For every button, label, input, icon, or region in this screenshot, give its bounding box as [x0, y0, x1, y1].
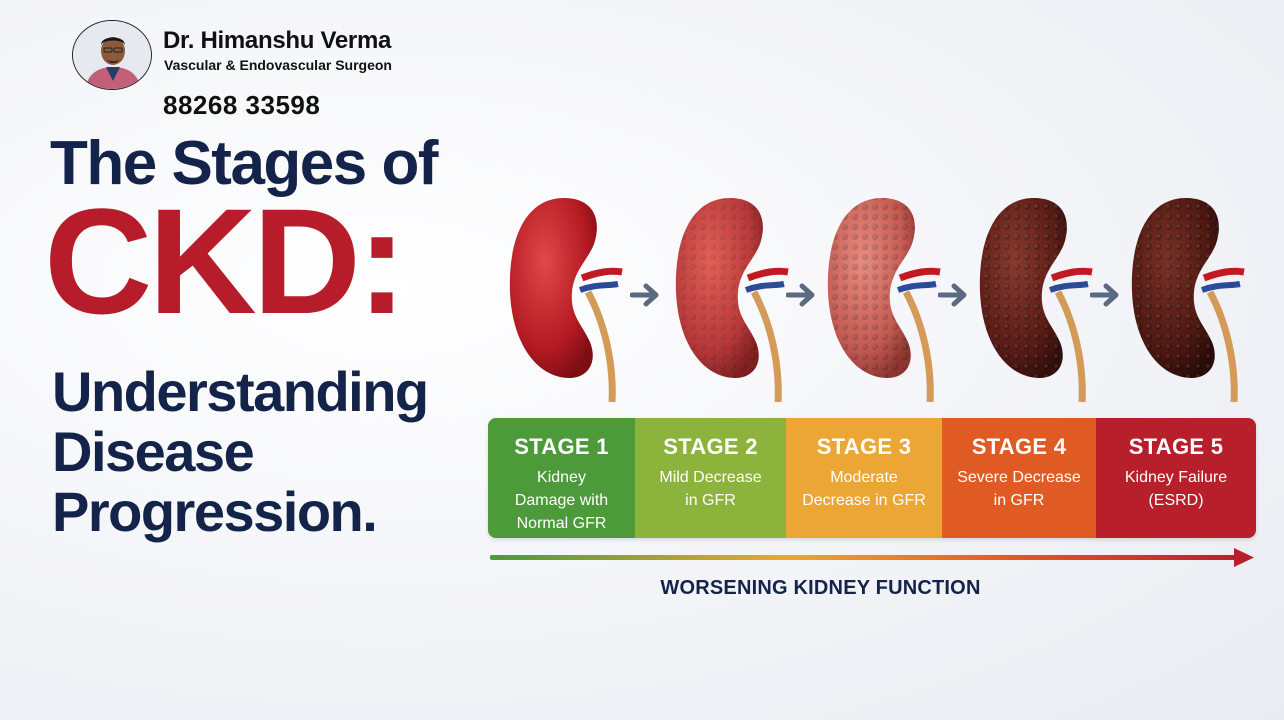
stage-card: STAGE 1 Kidney Damage with Normal GFR [488, 418, 635, 538]
stage-desc-line: in GFR [685, 492, 736, 509]
doctor-title: Vascular & Endovascular Surgeon [164, 57, 392, 73]
headline-sub-line: Disease [52, 420, 255, 483]
kidney-icon [979, 198, 1093, 403]
doctor-name: Dr. Himanshu Verma [163, 27, 392, 54]
stage-desc-line: Moderate [830, 469, 898, 486]
stage-desc-line: Normal GFR [516, 515, 607, 532]
right-arrow-icon [938, 283, 967, 307]
stage-desc-line: (ESRD) [1148, 492, 1204, 509]
stage-card: STAGE 5 Kidney Failure (ESRD) [1096, 418, 1256, 538]
stage-desc-line: in GFR [993, 492, 1045, 509]
phone-number: 88268 33598 [163, 90, 321, 120]
kidney-icon [827, 198, 941, 403]
stage-description: Moderate Decrease in GFR [794, 466, 934, 512]
headline-sub-line: Understanding [52, 360, 429, 423]
stage-desc-line: Decrease in GFR [802, 492, 926, 509]
stage-label: STAGE 3 [816, 434, 912, 459]
stage-description: Kidney Failure (ESRD) [1117, 466, 1235, 512]
right-arrow-icon [786, 283, 815, 307]
stage-desc-line: Kidney Failure [1124, 469, 1228, 486]
stage-desc-line: Severe Decrease [957, 469, 1081, 486]
stage-desc-line: Mild Decrease [659, 469, 762, 486]
stage-bar: STAGE 1 Kidney Damage with Normal GFR ST… [488, 418, 1256, 538]
kidney-icon [509, 198, 623, 403]
stage-label: STAGE 1 [514, 434, 609, 459]
right-arrow-icon [1090, 283, 1119, 307]
stage-card: STAGE 3 Moderate Decrease in GFR [786, 418, 942, 538]
headline-ckd: CKD: [44, 177, 407, 345]
stage-label: STAGE 4 [971, 434, 1067, 459]
stage-label: STAGE 2 [663, 434, 758, 459]
stage-description: Mild Decrease in GFR [651, 466, 769, 512]
headline-subtitle: Understanding Disease Progression. [52, 360, 429, 543]
progress-caption: WORSENING KIDNEY FUNCTION [660, 577, 981, 599]
progress-arrow [490, 548, 1254, 567]
stage-description: Severe Decrease in GFR [949, 466, 1089, 512]
kidney-icon [1131, 198, 1245, 403]
headline-sub-line: Progression. [52, 480, 378, 543]
stage-desc-line: Kidney [537, 469, 586, 486]
doctor-avatar [72, 20, 152, 90]
stage-card: STAGE 4 Severe Decrease in GFR [942, 418, 1096, 538]
headline-line1: The Stages of [50, 129, 439, 198]
stage-label: STAGE 5 [1128, 434, 1224, 459]
stage-description: Kidney Damage with Normal GFR [507, 466, 616, 535]
right-arrow-icon [630, 283, 659, 307]
stage-desc-line: Damage with [514, 492, 609, 509]
stage-card: STAGE 2 Mild Decrease in GFR [635, 418, 786, 538]
kidney-icon [675, 198, 789, 403]
